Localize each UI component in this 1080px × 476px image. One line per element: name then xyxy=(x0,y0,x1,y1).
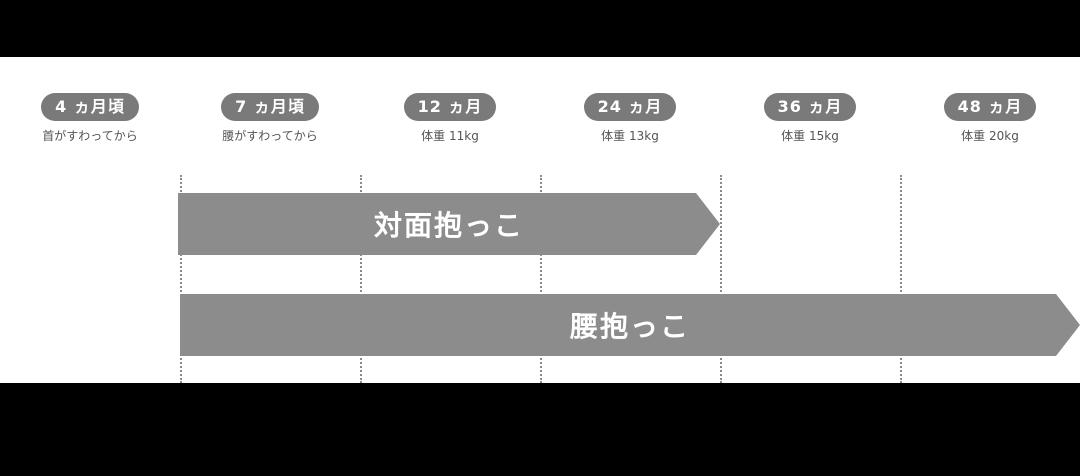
bar-hip-carry: 腰抱っこ xyxy=(180,294,1080,356)
gridline-36-months xyxy=(720,175,722,383)
milestone-caption: 体重 11kg xyxy=(421,129,479,143)
milestone-caption: 体重 15kg xyxy=(781,129,839,143)
milestone-caption: 首がすわってから xyxy=(42,129,138,143)
milestone-pill: 4 ヵ月頃 xyxy=(41,93,139,121)
bar-face-to-face-carry: 対面抱っこ xyxy=(178,193,720,255)
bar-label: 対面抱っこ xyxy=(373,209,524,242)
gridline-24-months xyxy=(540,175,542,383)
gridline-12-months xyxy=(360,175,362,383)
milestone-pill: 36 ヵ月 xyxy=(763,93,857,121)
milestone-4-months: 4 ヵ月頃 首がすわってから xyxy=(20,93,160,144)
bar-label: 腰抱っこ xyxy=(569,310,690,343)
bar-arrow-shape xyxy=(178,193,720,255)
milestone-24-months: 24 ヵ月 体重 13kg xyxy=(560,93,700,144)
letterbox-bottom xyxy=(0,383,1080,476)
milestone-pill: 12 ヵ月 xyxy=(403,93,497,121)
timeline-panel: 4 ヵ月頃 首がすわってから 7 ヵ月頃 腰がすわってから 12 ヵ月 体重 1… xyxy=(0,57,1080,383)
milestone-caption: 腰がすわってから xyxy=(222,129,318,143)
milestone-7-months: 7 ヵ月頃 腰がすわってから xyxy=(200,93,340,144)
milestone-12-months: 12 ヵ月 体重 11kg xyxy=(380,93,520,144)
gridline-48-months xyxy=(900,175,902,383)
letterbox-top xyxy=(0,0,1080,57)
milestone-pill: 7 ヵ月頃 xyxy=(221,93,319,121)
milestone-pill: 48 ヵ月 xyxy=(943,93,1037,121)
milestone-36-months: 36 ヵ月 体重 15kg xyxy=(740,93,880,144)
milestone-pill: 24 ヵ月 xyxy=(583,93,677,121)
bar-arrow-shape xyxy=(180,294,1080,356)
milestone-48-months: 48 ヵ月 体重 20kg xyxy=(920,93,1060,144)
milestone-caption: 体重 20kg xyxy=(961,129,1019,143)
gridline-7-months xyxy=(180,175,182,383)
milestone-caption: 体重 13kg xyxy=(601,129,659,143)
